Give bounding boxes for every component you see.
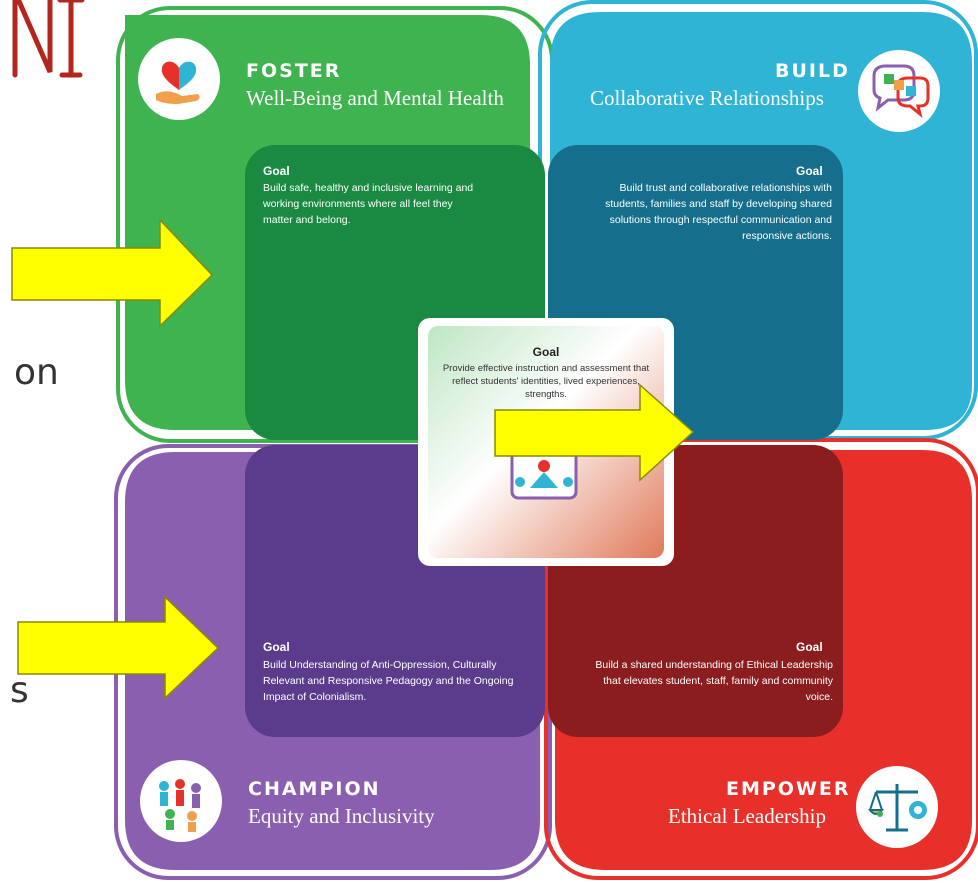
side-fragment-s: s [10, 670, 29, 711]
arrow-1 [11, 218, 214, 328]
scales-of-justice-icon [856, 766, 938, 848]
foster-heading: FOSTER [246, 60, 342, 82]
learners-with-device-icon [510, 448, 578, 500]
arrow-2 [494, 383, 695, 482]
heart-brain-hand-icon [138, 38, 220, 120]
cropped-title-letters [12, 0, 85, 78]
diverse-people-icon [140, 760, 222, 842]
champion-heading: CHAMPION [248, 778, 381, 800]
center-goal-title: Goal [532, 345, 560, 359]
build-goal-title: Goal [796, 164, 823, 178]
empower-goal-text: Build a shared understanding of Ethical … [595, 659, 833, 703]
side-fragment-on: on [14, 352, 59, 393]
champion-goal-text: Build Understanding of Anti-Oppression, … [263, 659, 514, 703]
champion-subheading: Equity and Inclusivity [248, 804, 435, 828]
empower-subheading: Ethical Leadership [668, 804, 827, 828]
arrow-3 [17, 595, 220, 700]
champion-goal-title: Goal [263, 640, 290, 654]
build-heading: BUILD [775, 60, 850, 82]
empower-goal-title: Goal [796, 640, 823, 654]
foster-subheading: Well-Being and Mental Health [246, 86, 504, 110]
build-goal-text: Build trust and collaborative relationsh… [605, 182, 832, 242]
center-goal-text: Provide effective instruction and assess… [442, 363, 650, 400]
build-subheading: Collaborative Relationships [590, 86, 824, 110]
foster-goal-text: Build safe, healthy and inclusive learni… [263, 182, 474, 226]
cropped-title-fragment: NT [0, 0, 110, 100]
speech-bubbles-puzzle-icon [858, 50, 940, 132]
empower-heading: EMPOWER [726, 778, 851, 800]
foster-goal-title: Goal [263, 164, 290, 178]
